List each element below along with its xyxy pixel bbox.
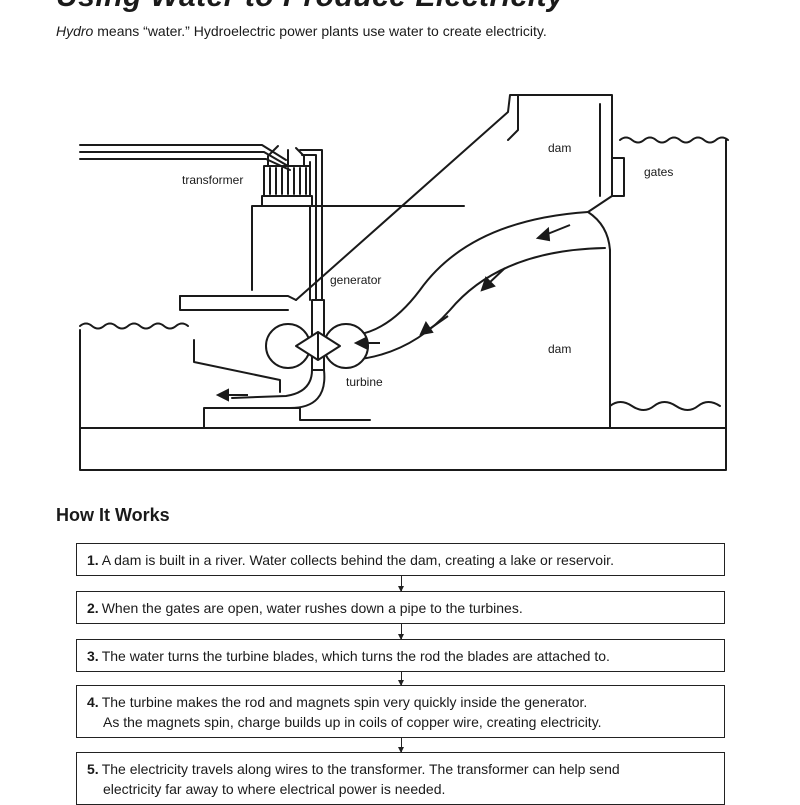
flow-arrow-3: [427, 315, 449, 331]
powerhouse-floor: [179, 295, 297, 393]
step-3-text: The water turns the turbine blades, whic…: [101, 648, 610, 664]
flow-arrow-2: [487, 267, 506, 285]
step-3: 3.The water turns the turbine blades, wh…: [76, 639, 725, 672]
dam-crest: [507, 94, 613, 197]
step-connector-arrow: [398, 623, 404, 640]
label-dam-top: dam: [548, 141, 571, 155]
step-1-text: A dam is built in a river. Water collect…: [101, 552, 614, 568]
reservoir-water-surface: [619, 136, 729, 144]
step-connector-arrow: [398, 671, 404, 686]
transformer-base: [261, 195, 313, 207]
transmission-lines: [79, 144, 291, 171]
ground-base: [79, 427, 727, 471]
step-1-number: 1.: [87, 552, 99, 568]
step-connector-arrow: [398, 738, 404, 753]
label-turbine: turbine: [346, 375, 383, 389]
step-5-number: 5.: [87, 761, 99, 777]
intro-rest: means “water.” Hydroelectric power plant…: [93, 23, 547, 39]
step-5-text: The electricity travels along wires to t…: [101, 761, 620, 777]
intro-emphasis: Hydro: [56, 23, 94, 39]
step-5: 5.The electricity travels along wires to…: [76, 752, 725, 805]
penstock-outer: [355, 211, 589, 336]
step-2-number: 2.: [87, 600, 99, 616]
step-4-text-line2: As the magnets spin, charge builds up in…: [103, 714, 602, 730]
label-dam-bottom: dam: [548, 342, 571, 356]
step-4-text: The turbine makes the rod and magnets sp…: [101, 694, 588, 710]
how-it-works-heading: How It Works: [56, 505, 170, 525]
penstock-inner: [351, 247, 606, 361]
step-1: 1.A dam is built in a river. Water colle…: [76, 543, 725, 576]
hydroelectric-diagram: dam gates transformer generator dam turb…: [79, 94, 729, 471]
step-4-number: 4.: [87, 694, 99, 710]
label-generator: generator: [330, 273, 381, 287]
generator-wires: [299, 149, 323, 301]
step-3-number: 3.: [87, 648, 99, 664]
step-2: 2.When the gates are open, water rushes …: [76, 591, 725, 624]
step-2-text: When the gates are open, water rushes do…: [101, 600, 523, 616]
flow-arrow-2-head: [480, 276, 496, 292]
turbine-blades: [295, 331, 341, 361]
outlet-floor: [203, 407, 371, 429]
flow-arrow-4-head: [353, 336, 367, 350]
dam-wall: [295, 94, 613, 429]
powerhouse: [179, 205, 465, 311]
draft-tube: [231, 369, 326, 409]
left-water-surface: [79, 322, 189, 330]
page-title: Using Water to Produce Electricity: [56, 0, 564, 14]
label-gates: gates: [644, 165, 673, 179]
step-5-text-line2: electricity far away to where electrical…: [103, 781, 446, 797]
gate-block: [611, 157, 625, 197]
step-4: 4.The turbine makes the rod and magnets …: [76, 685, 725, 738]
reservoir-bottom-water: [609, 401, 721, 411]
transformer-coils: [269, 167, 307, 195]
flow-arrow-1-head: [535, 226, 551, 242]
label-transformer: transformer: [182, 173, 243, 187]
flow-arrow-3-head: [419, 320, 434, 336]
flow-arrow-5-head: [215, 388, 229, 402]
intro-text: Hydro means “water.” Hydroelectric power…: [56, 23, 547, 39]
step-connector-arrow: [398, 575, 404, 592]
